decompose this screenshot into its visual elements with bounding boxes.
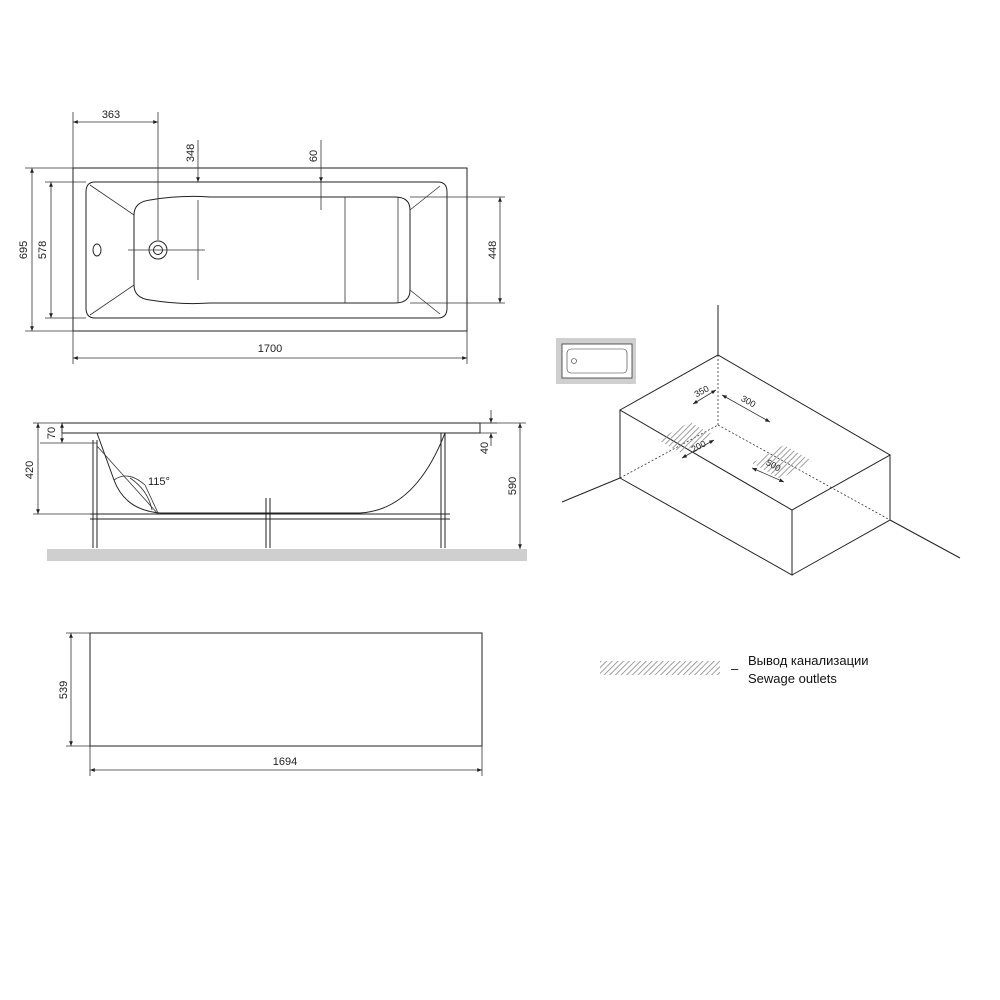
dim-line-500 bbox=[751, 467, 785, 483]
side-view: 115° 70 420 40 590 bbox=[24, 410, 527, 561]
legend-label-en: Sewage outlets bbox=[748, 671, 837, 686]
tub-body-profile bbox=[96, 432, 446, 514]
dim-label-rim-height: 70 bbox=[46, 427, 58, 439]
thumbnail-drain-icon bbox=[571, 358, 577, 364]
dim-line-300 bbox=[721, 394, 771, 423]
tub-corner-line bbox=[89, 284, 135, 316]
dim-label-panel-height: 539 bbox=[58, 681, 70, 699]
dim-label-rim-offset: 60 bbox=[308, 150, 320, 162]
dim-label-back-angle: 115° bbox=[148, 476, 170, 488]
dim-label-panel-length: 1694 bbox=[273, 756, 297, 768]
thumbnail-tub bbox=[561, 343, 633, 379]
tub-corner-line bbox=[409, 185, 441, 211]
panel-outline bbox=[89, 632, 483, 747]
legend-dash: – bbox=[731, 661, 739, 676]
frame-brace bbox=[96, 445, 159, 515]
dim-label-drain-offset: 363 bbox=[102, 109, 120, 121]
dim-line-200 bbox=[681, 439, 715, 459]
dim-line-350 bbox=[692, 389, 717, 405]
installation-view: 350 300 200 500 bbox=[556, 305, 961, 576]
box-front-face bbox=[619, 410, 793, 576]
dim-label-outlet-b-offset: 300 bbox=[739, 393, 757, 409]
tub-corner-line bbox=[409, 289, 441, 315]
dim-label-rim-thickness: 40 bbox=[479, 442, 491, 454]
wall-floor-line bbox=[561, 477, 621, 503]
tub-outer-rim bbox=[72, 167, 468, 332]
front-panel: 539 1694 bbox=[58, 632, 483, 776]
dim-label-body-height: 420 bbox=[24, 461, 36, 479]
dim-label-total-length: 1700 bbox=[258, 343, 282, 355]
legend: – Вывод канализации Sewage outlets bbox=[600, 653, 869, 686]
box-top-face bbox=[618, 354, 892, 511]
dim-label-outlet-a-offset: 350 bbox=[693, 383, 711, 399]
dim-label-total-width: 695 bbox=[18, 241, 30, 259]
tub-corner-line bbox=[89, 184, 135, 216]
tub-inner-edge bbox=[85, 181, 448, 319]
dim-label-bottom-width: 448 bbox=[487, 241, 499, 259]
wall-floor-line bbox=[889, 519, 961, 559]
dim-label-inner-width: 578 bbox=[37, 241, 49, 259]
sewage-outlet-b bbox=[752, 445, 812, 479]
box-side-face bbox=[791, 455, 891, 576]
overflow-icon bbox=[92, 243, 102, 257]
tub-rim-profile bbox=[61, 422, 481, 434]
legend-label-ru: Вывод канализации bbox=[748, 653, 869, 668]
sewage-outlet-a bbox=[658, 422, 713, 453]
legend-hatch-swatch bbox=[600, 661, 720, 675]
floor bbox=[47, 549, 527, 561]
top-view: 363 348 60 695 578 448 1700 bbox=[18, 109, 505, 364]
dim-label-total-height: 590 bbox=[507, 477, 519, 495]
back-angle-guide bbox=[113, 475, 159, 514]
dim-label-drain-axis: 348 bbox=[185, 144, 197, 162]
